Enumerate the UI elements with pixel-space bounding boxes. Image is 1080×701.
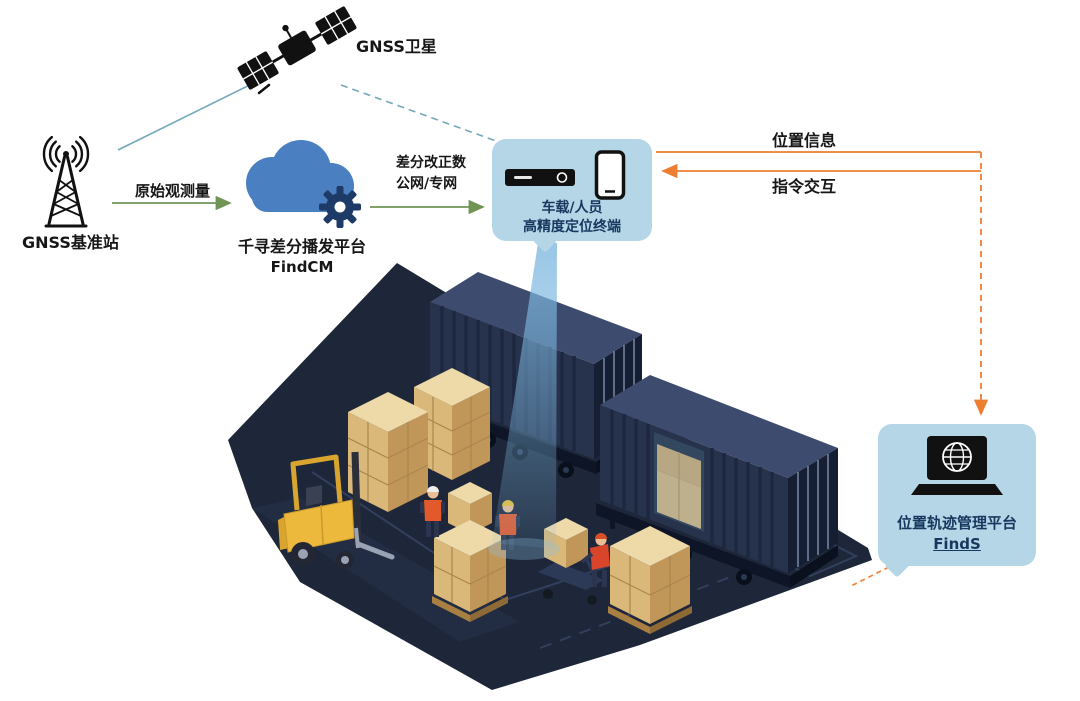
worker-3 — [580, 533, 610, 587]
label-cloud-platform-product: FindCM — [270, 258, 334, 276]
management-card-line1: 位置轨迹管理平台 — [896, 514, 1017, 532]
gnss-base-station-icon — [42, 135, 90, 228]
forklift — [278, 451, 395, 569]
positioning-beam — [492, 243, 557, 549]
container-2 — [596, 375, 838, 588]
terminal-card-line1: 车载/人员 — [541, 200, 603, 216]
worker-1 — [420, 486, 445, 537]
terminal-card-line2: 高精度定位终端 — [523, 219, 621, 235]
smartphone-icon — [594, 150, 626, 200]
laptop-globe-icon — [911, 436, 1003, 495]
cloud-platform-icon — [246, 140, 361, 228]
line-satellite-to-base-station — [117, 75, 269, 151]
pallet-box-stacks — [347, 368, 692, 634]
container-open-door — [654, 432, 704, 532]
signal-waves-right-icon — [71, 135, 90, 173]
gnss-satellite-icon — [237, 6, 357, 95]
label-gnss-base-station: GNSS基准站 — [22, 233, 119, 252]
label-command-interaction: 指令交互 — [772, 177, 837, 196]
satellite-body — [278, 30, 316, 66]
label-correction-line2: 公网/专网 — [396, 176, 458, 192]
management-card-line2: FindS — [933, 535, 981, 553]
label-cloud-platform-name: 千寻差分播发平台 — [237, 237, 366, 256]
label-gnss-satellite: GNSS卫星 — [356, 37, 437, 56]
vehicle-terminal-icon — [505, 169, 575, 186]
signal-waves-left-icon — [42, 135, 61, 173]
gear-icon — [319, 186, 361, 228]
line-platform-to-scene — [848, 566, 890, 588]
warehouse-scene — [228, 243, 872, 690]
terminal-card: 车载/人员 高精度定位终端 — [492, 139, 652, 253]
label-correction-line1: 差分改正数 — [396, 155, 466, 171]
line-satellite-to-terminal — [340, 84, 497, 142]
label-raw-observation: 原始观测量 — [135, 182, 211, 200]
label-position-info: 位置信息 — [772, 131, 837, 150]
management-platform-card: 位置轨迹管理平台 FindS — [878, 424, 1036, 578]
